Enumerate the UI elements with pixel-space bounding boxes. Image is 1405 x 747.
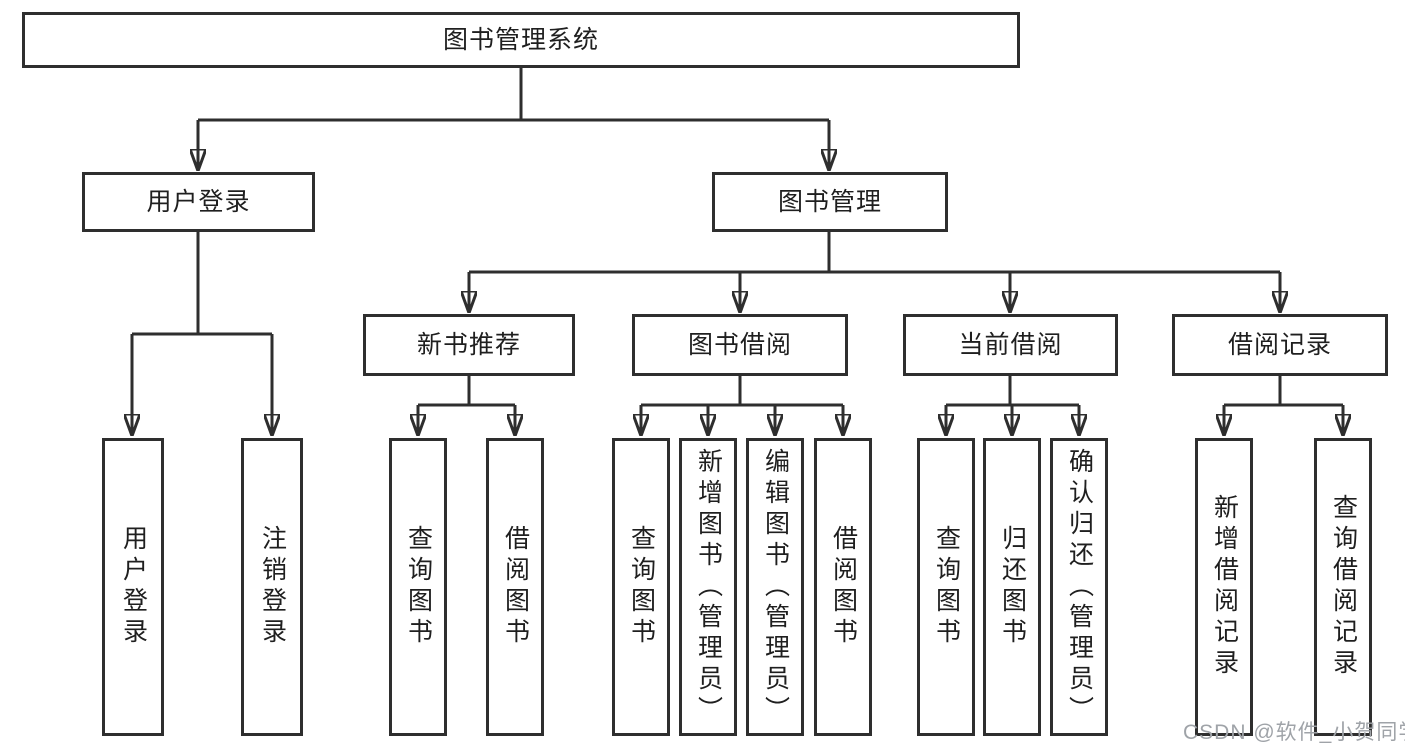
leaf-bb-borrow-books: 借阅图书 [814,438,872,736]
leaf-nb-query-books: 查询图书 [389,438,447,736]
leaf-user-login: 用户登录 [102,438,164,736]
node-book-borrow: 图书借阅 [632,314,848,376]
node-new-book-recommend: 新书推荐 [363,314,575,376]
leaf-cb-query-books: 查询图书 [917,438,975,736]
leaf-cb-return-books: 归还图书 [983,438,1041,736]
leaf-br-query-record: 查询借阅记录 [1314,438,1372,736]
leaf-bb-query-books: 查询图书 [612,438,670,736]
node-root-library-system: 图书管理系统 [22,12,1020,68]
leaf-cb-confirm-return-admin: 确认归还（管理员） [1050,438,1108,736]
node-user-login: 用户登录 [82,172,315,232]
leaf-bb-add-book-admin: 新增图书（管理员） [679,438,737,736]
node-book-management: 图书管理 [712,172,948,232]
leaf-logout: 注销登录 [241,438,303,736]
leaf-bb-edit-book-admin: 编辑图书（管理员） [746,438,804,736]
leaf-br-add-record: 新增借阅记录 [1195,438,1253,736]
node-current-borrow: 当前借阅 [903,314,1118,376]
csdn-watermark: CSDN @软件_小贺同学 [1183,721,1405,744]
leaf-nb-borrow-books: 借阅图书 [486,438,544,736]
node-borrow-records: 借阅记录 [1172,314,1388,376]
